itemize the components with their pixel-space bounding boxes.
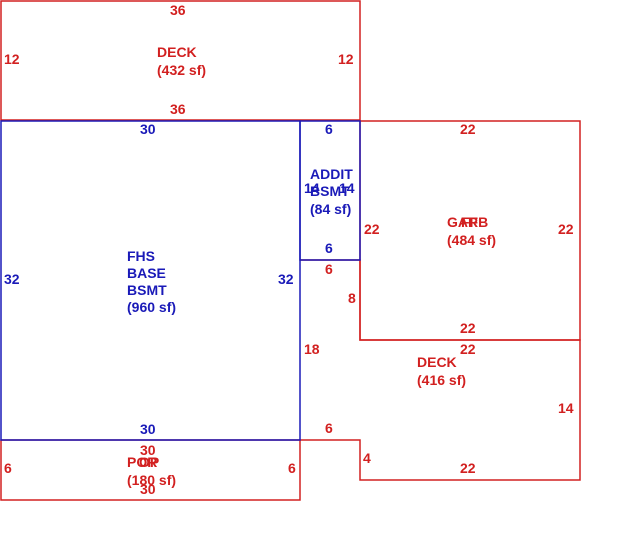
porch: 30 6 6 30 POR OP (180 sf) — [4, 442, 296, 497]
deck-right-dim-right: 14 — [558, 400, 574, 416]
deck-right-label: DECK — [417, 354, 457, 370]
basement-label-2: BASE — [127, 265, 166, 281]
deck-right-dim-top: 22 — [460, 341, 476, 357]
garage-outline — [359, 120, 581, 341]
addition-label-1: ADDIT — [310, 166, 353, 182]
deck-top-dim-left: 12 — [4, 51, 20, 67]
addition-label-2: BSMT — [310, 183, 350, 199]
blue-outlines — [0, 120, 361, 441]
porch-dim-left: 6 — [4, 460, 12, 476]
garage-dim-bottom: 22 — [460, 320, 476, 336]
addition-dim-left: 14 — [304, 180, 320, 196]
deck-top-dim-right: 12 — [338, 51, 354, 67]
deck-right-dim-18: 18 — [304, 341, 320, 357]
basement-label-3: BSMT — [127, 282, 167, 298]
deck-right-area: (416 sf) — [417, 372, 466, 388]
porch-dim-bottom: 30 — [140, 481, 156, 497]
porch-label-a: POR — [127, 454, 157, 470]
garage-label-a: GAR — [447, 214, 478, 230]
garage-dim-top: 22 — [460, 121, 476, 137]
basement-outline — [0, 120, 301, 441]
porch-label-b: OP — [139, 454, 159, 470]
basement-dim-left: 32 — [4, 271, 20, 287]
basement-label-1: FHS — [127, 248, 155, 264]
basement-dim-bottom: 30 — [140, 421, 156, 437]
addition-dim-right: 14 — [339, 180, 355, 196]
basement-area: (960 sf) — [127, 299, 176, 315]
garage-label-b: FFB — [461, 214, 488, 230]
deck-top: 36 12 12 36 DECK (432 sf) — [4, 2, 354, 117]
deck-right-dim-top-left: 6 — [325, 261, 333, 277]
deck-top-area: (432 sf) — [157, 62, 206, 78]
addition-outline — [299, 120, 361, 261]
deck-right-outline — [300, 259, 581, 481]
deck-right-dim-small: 4 — [363, 450, 371, 466]
deck-top-dim-top: 36 — [170, 2, 186, 18]
addition-area: (84 sf) — [310, 201, 351, 217]
garage-area: (484 sf) — [447, 232, 496, 248]
porch-dim-top: 30 — [140, 442, 156, 458]
deck-right: 6 8 18 22 14 6 4 22 DECK (416 sf) — [304, 261, 574, 476]
addition: 6 14 14 6 ADDIT BSMT (84 sf) — [304, 121, 355, 256]
deck-right-dim-upper-left: 6 — [325, 420, 333, 436]
garage-dim-left: 22 — [364, 221, 380, 237]
deck-top-dim-bottom: 36 — [170, 101, 186, 117]
deck-right-dim-8: 8 — [348, 290, 356, 306]
porch-dim-right: 6 — [288, 460, 296, 476]
addition-dim-bottom: 6 — [325, 240, 333, 256]
porch-area: (180 sf) — [127, 472, 176, 488]
basement-dim-right: 32 — [278, 271, 294, 287]
basement: 30 32 32 30 FHS BASE BSMT (960 sf) — [4, 121, 294, 437]
deck-top-label: DECK — [157, 44, 197, 60]
red-outlines — [0, 0, 581, 501]
garage: 22 22 22 22 GAR FFB (484 sf) — [364, 121, 574, 336]
addition-dim-top: 6 — [325, 121, 333, 137]
basement-dim-top: 30 — [140, 121, 156, 137]
garage-dim-right: 22 — [558, 221, 574, 237]
deck-right-dim-bottom: 22 — [460, 460, 476, 476]
deck-top-outline — [0, 0, 361, 121]
